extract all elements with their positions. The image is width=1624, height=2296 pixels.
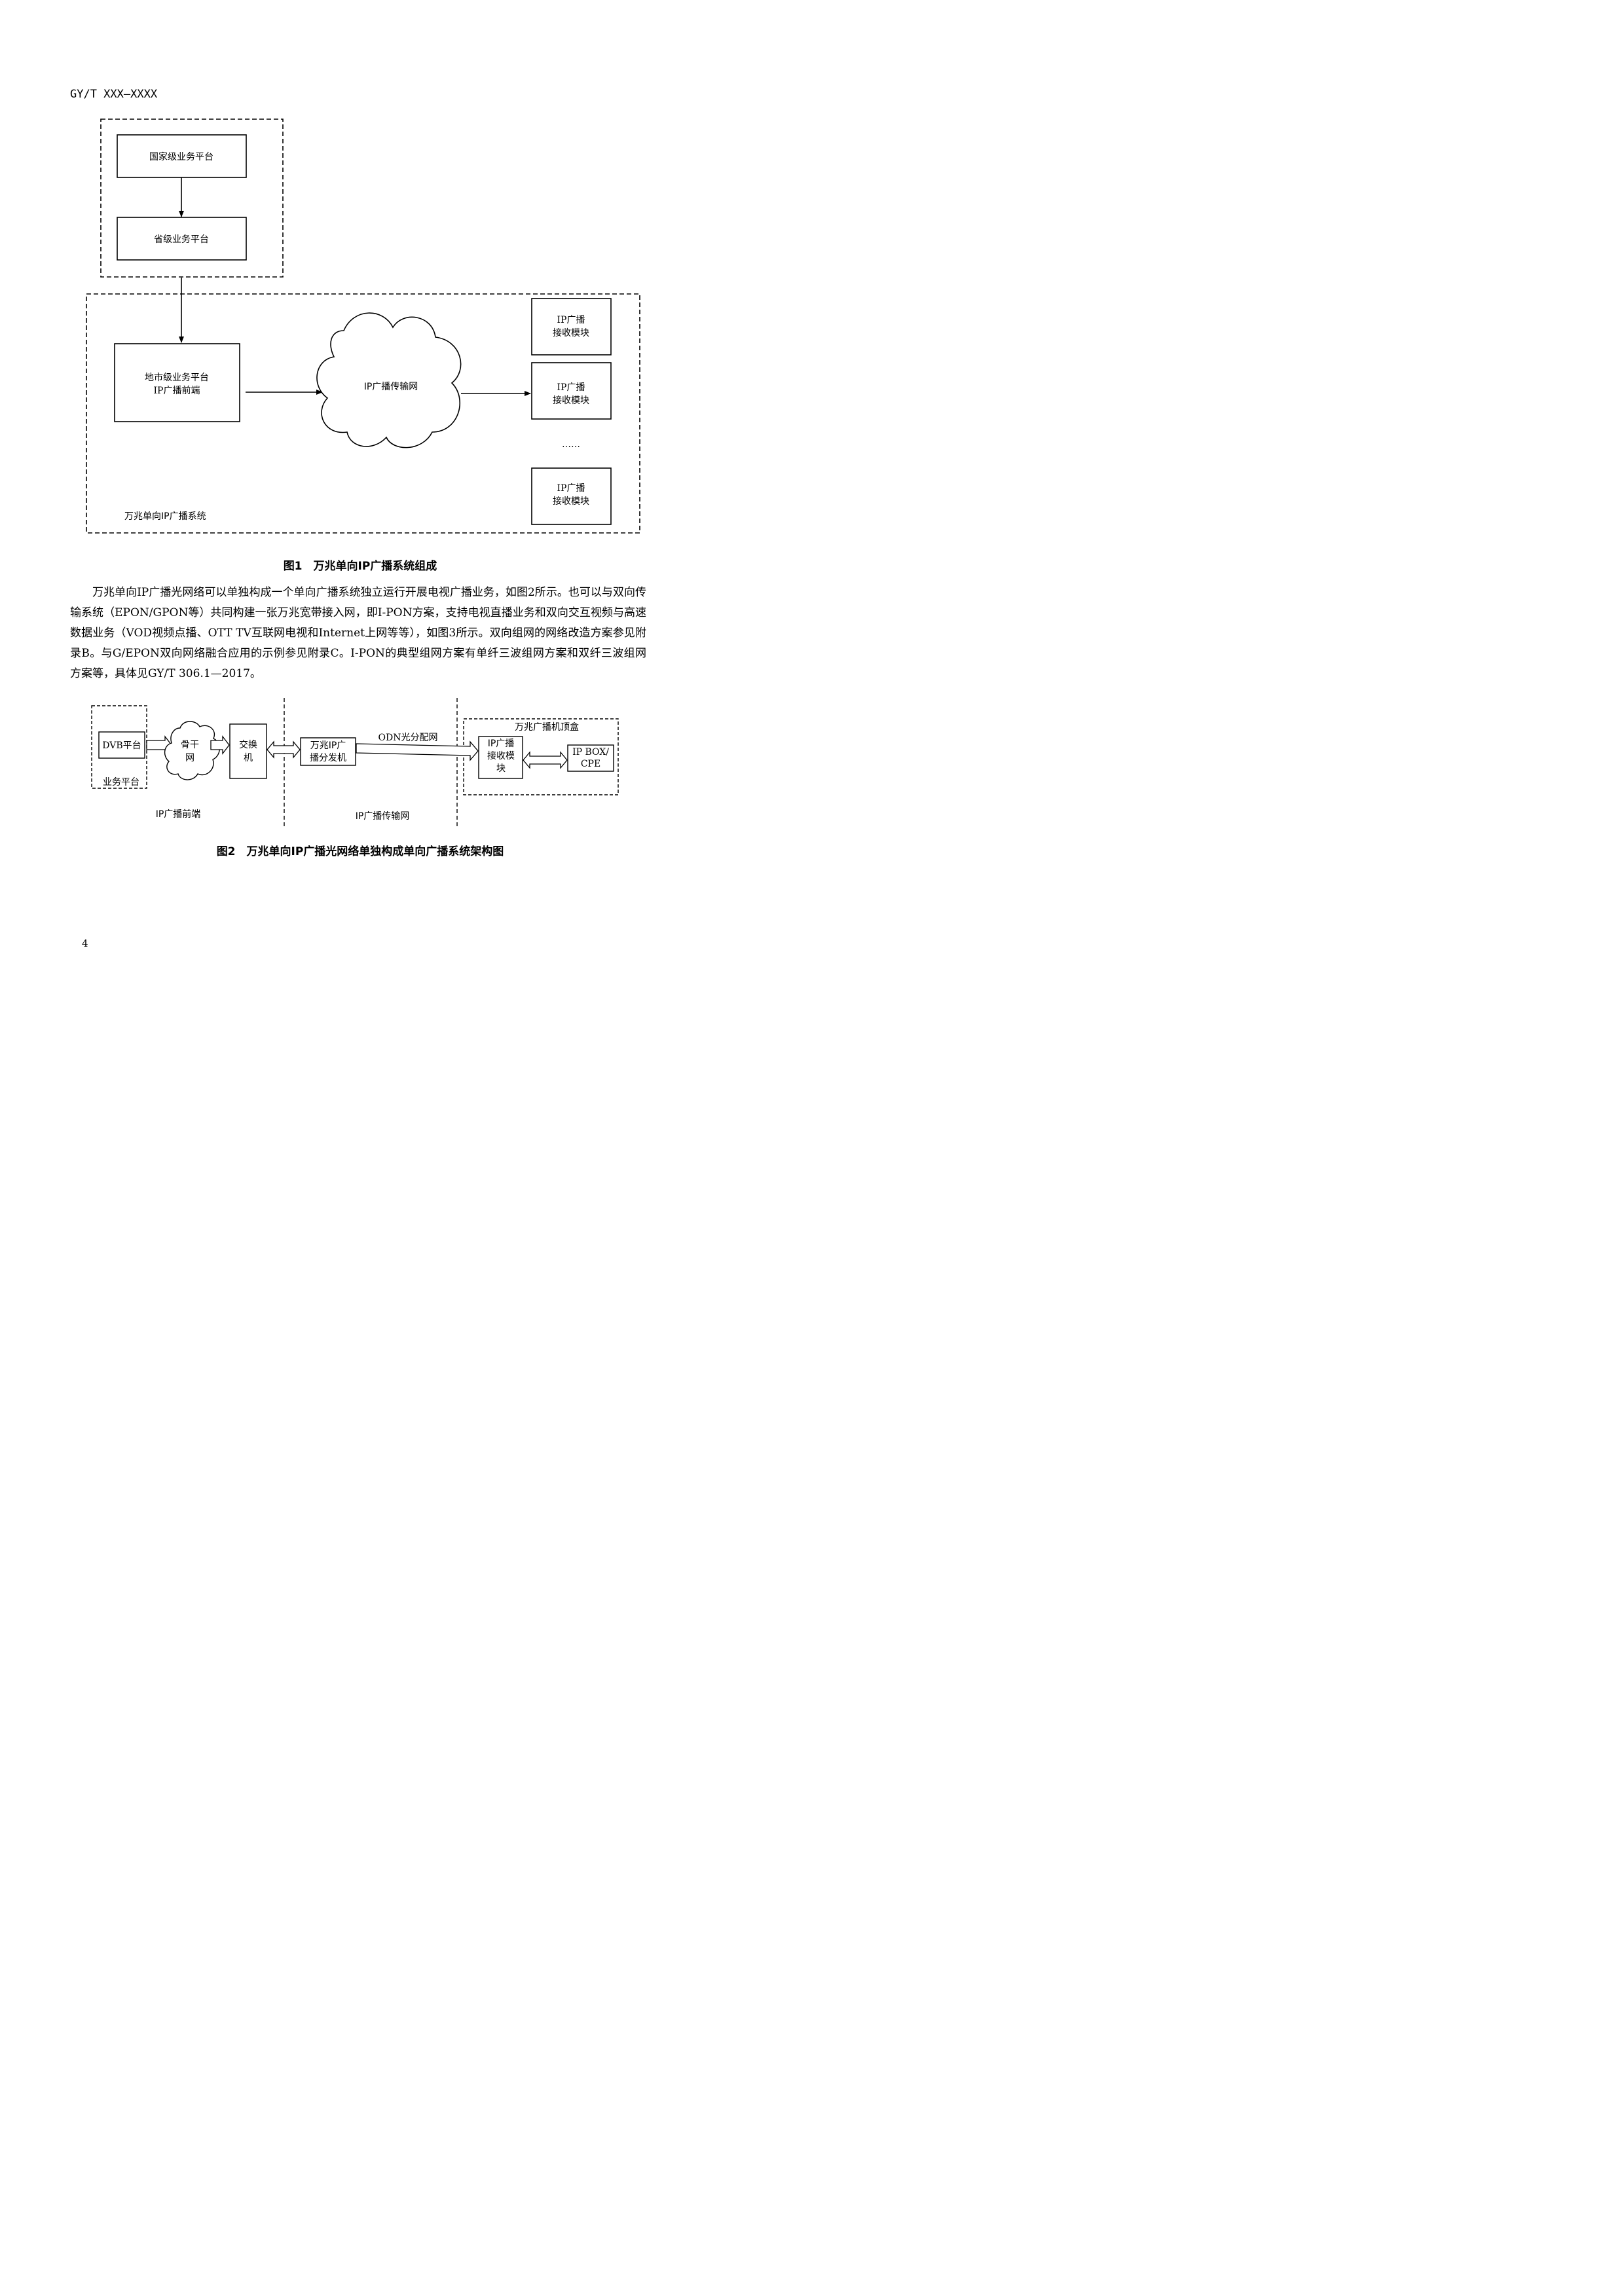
receiver-box-3 xyxy=(531,467,612,525)
receiver-2-label-line2: 接收模块 xyxy=(553,395,589,406)
backbone-label-line2: 网 xyxy=(185,753,194,763)
ipbox-label-line2: CPE xyxy=(581,759,600,769)
transport-label: IP广播传输网 xyxy=(356,811,410,822)
receiver-2-label-line1: IP广播 xyxy=(557,382,585,393)
receiver-3-label-line1: IP广播 xyxy=(557,483,585,494)
stb-receiver-box xyxy=(478,736,523,779)
provincial-platform-label: 省级业务平台 xyxy=(154,234,209,245)
frontend-label: IP广播前端 xyxy=(156,809,201,820)
stb-receiver-label-line3: 块 xyxy=(496,763,506,774)
odn-label: ODN光分配网 xyxy=(378,733,438,743)
dvb-platform-box xyxy=(98,731,145,759)
switch-label-line1: 交换 xyxy=(239,739,257,750)
receiver-1-label-line2: 接收模块 xyxy=(553,327,589,338)
figure1-caption: 图1 万兆单向IP广播系统组成 xyxy=(283,560,437,573)
receivers-ellipsis: …… xyxy=(562,439,580,450)
system-label: 万兆单向IP广播系统 xyxy=(124,511,206,522)
body-paragraph: 万兆单向IP广播光网络可以单独构成一个单向广播系统独立运行开展电视广播业务，如图… xyxy=(70,583,646,684)
receiver-3-label-line2: 接收模块 xyxy=(553,496,589,507)
ipbox-box xyxy=(567,744,614,772)
stb-label: 万兆广播机顶盒 xyxy=(515,721,579,733)
switch-box xyxy=(229,723,267,779)
document-id-header: GY/T XXX—XXXX xyxy=(70,88,158,101)
city-platform-label-line1: 地市级业务平台 xyxy=(145,372,209,383)
distributor-label-line1: 万兆IP广 xyxy=(310,740,346,751)
provincial-platform-box xyxy=(117,217,247,261)
national-platform-label: 国家级业务平台 xyxy=(149,151,213,162)
receiver-1-label-line1: IP广播 xyxy=(557,315,585,325)
figures-canvas: 国家级业务平台 省级业务平台 地市级业务平台 IP广播前端 IP广播传输网 IP… xyxy=(86,118,640,826)
network-cloud-shape xyxy=(316,312,462,448)
receiver-box-1 xyxy=(531,298,612,355)
hollow-arrow-receiver-ipbox xyxy=(523,751,568,769)
figure2-caption: 图2 万兆单向IP广播光网络单独构成单向广播系统架构图 xyxy=(216,845,504,858)
dvb-platform-label: DVB平台 xyxy=(102,740,141,751)
figure2: DVB平台 业务平台 骨干 网 交换 机 万兆IP广 播分发机 ODN光分配网 … xyxy=(91,698,619,826)
figure1: 国家级业务平台 省级业务平台 地市级业务平台 IP广播前端 IP广播传输网 IP… xyxy=(86,118,640,534)
receiver-box-2 xyxy=(531,362,612,420)
body-paragraph-text: 万兆单向IP广播光网络可以单独构成一个单向广播系统独立运行开展电视广播业务，如图… xyxy=(70,586,646,680)
upper-dashed-boundary xyxy=(100,118,284,278)
backbone-label-line1: 骨干 xyxy=(181,740,199,750)
national-platform-box xyxy=(117,134,247,178)
distributor-label-line2: 播分发机 xyxy=(310,753,346,763)
backbone-cloud-shape xyxy=(164,721,220,780)
page-number: 4 xyxy=(82,938,88,949)
distributor-box xyxy=(300,737,356,766)
city-platform-label-line2: IP广播前端 xyxy=(154,385,200,396)
hollow-arrow-switch-distributor xyxy=(267,740,301,759)
service-platform-label: 业务平台 xyxy=(103,777,139,788)
ipbox-label-line1: IP BOX/ xyxy=(572,747,609,757)
system-dashed-boundary xyxy=(86,293,640,534)
network-label: IP广播传输网 xyxy=(364,382,418,392)
hollow-arrow-odn xyxy=(356,740,479,761)
city-platform-box xyxy=(114,343,240,422)
stb-receiver-label-line2: 接收模 xyxy=(487,750,515,761)
hollow-arrow-backbone-to-switch xyxy=(210,735,230,755)
stb-receiver-label-line1: IP广播 xyxy=(488,738,515,749)
switch-label-line2: 机 xyxy=(244,753,253,763)
